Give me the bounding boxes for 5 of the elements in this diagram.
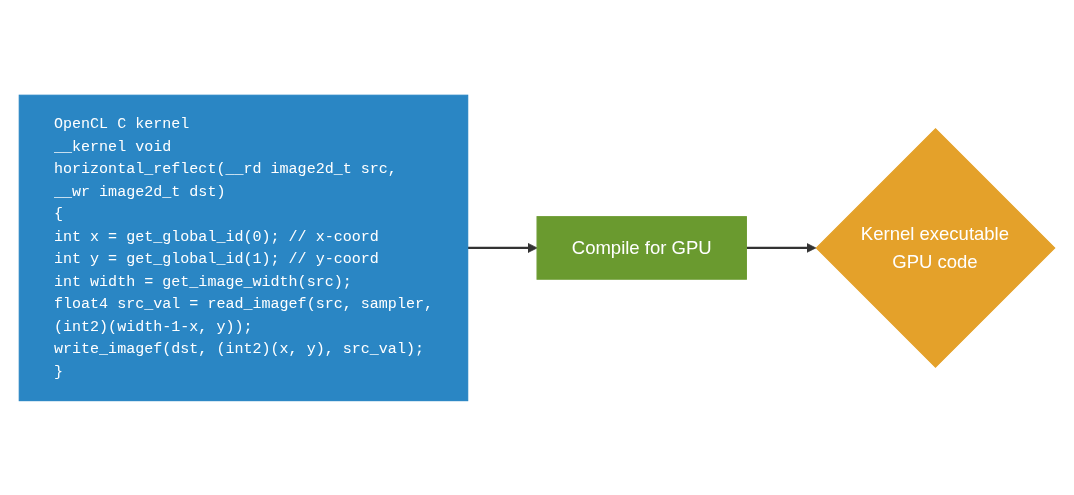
- arrow: [746, 242, 817, 253]
- node-diamond: Kernel executable GPU code: [815, 127, 1056, 368]
- arrow: [467, 242, 538, 253]
- node-box: Compile for GPU: [536, 215, 747, 280]
- node-box: OpenCL C kernel __kernel void horizontal_reflect(__rd image2d_t src, __wr image2d_t dst) { int x = get_global_id(0); // x-coord int y = get_global_id(1); // y-coord int width = get_image_width(src); float4 src_val = read_imagef(src, sampler, (int2)(width-1-x, y)); write_imagef(dst, (int2)(x, y), src_val); }: [18, 94, 469, 401]
